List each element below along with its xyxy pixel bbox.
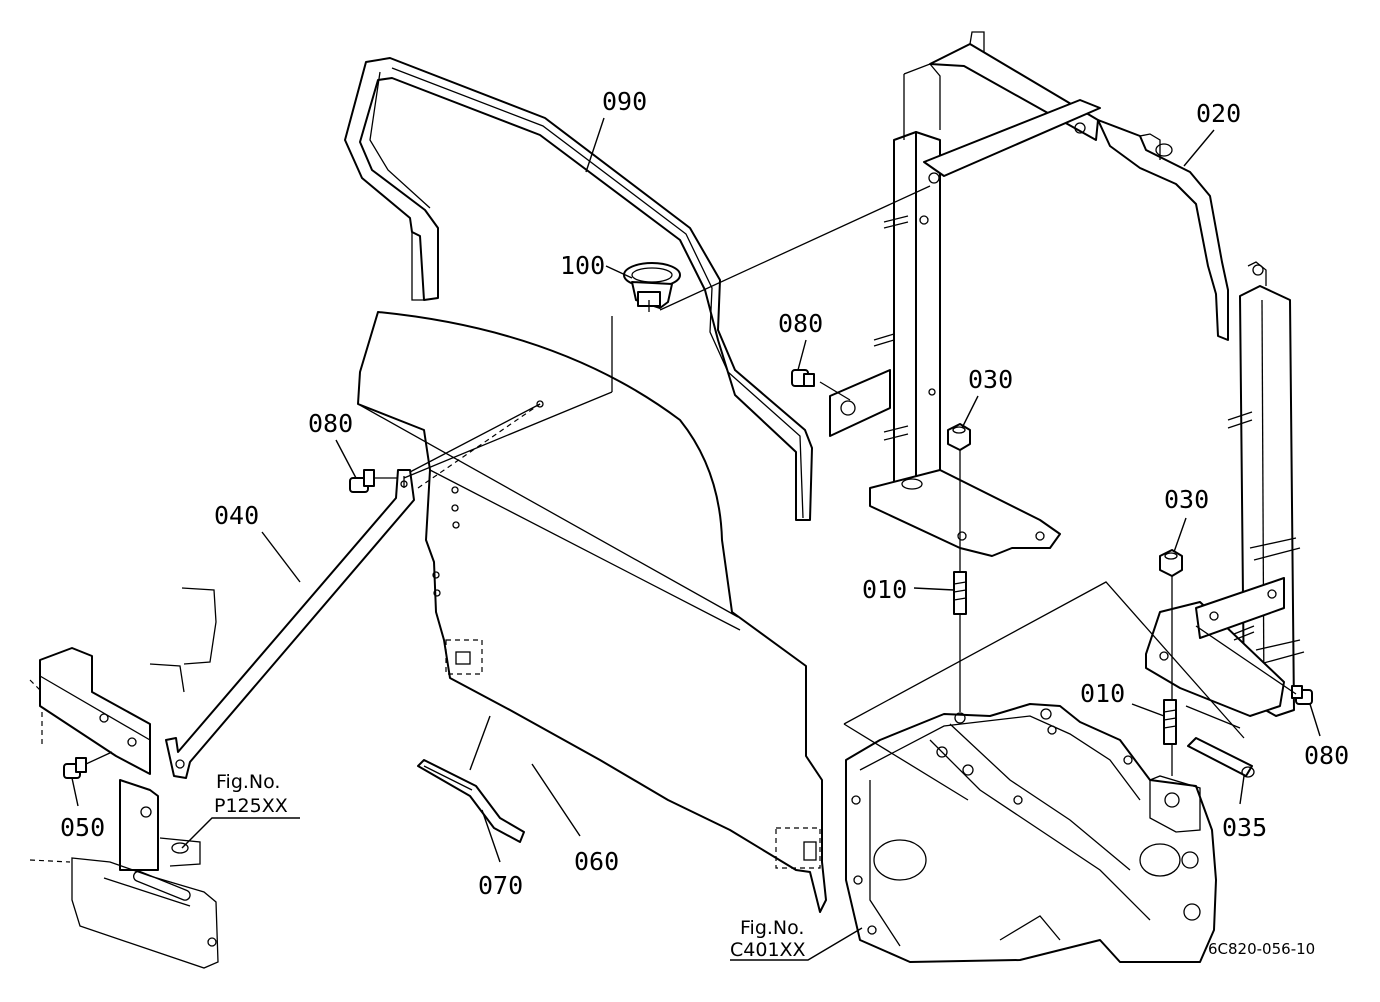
part-040-stay (165, 469, 415, 779)
part-060-panel (357, 311, 827, 913)
callout-035: 035 (1222, 813, 1267, 842)
part-030-nut-mid (947, 423, 971, 451)
mounting-plane-lines (843, 581, 1245, 801)
part-020-support-frame (829, 31, 1305, 717)
part-030-nut-right (1159, 549, 1183, 577)
callout-070: 070 (478, 871, 523, 900)
part-010-stud-mid (953, 571, 967, 615)
callout-080-mid: 080 (778, 309, 823, 338)
part-035-pin (1187, 737, 1255, 778)
callout-080-right: 080 (1304, 741, 1349, 770)
clutch-housing (845, 703, 1217, 963)
callout-060: 060 (574, 847, 619, 876)
part-080-bolt-left (349, 469, 398, 493)
fig-ref-left-title: Fig.No. (216, 771, 280, 793)
figure-reference-left: Fig.No. P125XX (214, 771, 288, 817)
fig-ref-bottom-code: C401XX (730, 939, 806, 961)
callout-010-right: 010 (1080, 679, 1125, 708)
callout-050: 050 (60, 813, 105, 842)
callout-030-right: 030 (1164, 485, 1209, 514)
fig-ref-bottom-title: Fig.No. (740, 917, 804, 939)
callout-080-left: 080 (308, 409, 353, 438)
part-100-clamp (623, 262, 681, 312)
callout-100: 100 (560, 251, 605, 280)
callout-090: 090 (602, 87, 647, 116)
assembly-center-lines (403, 185, 1297, 776)
callout-010-mid: 010 (862, 575, 907, 604)
part-010-stud-right (1163, 699, 1177, 745)
callout-040: 040 (214, 501, 259, 530)
figure-reference-bottom: Fig.No. C401XX (730, 917, 806, 961)
callout-020: 020 (1196, 99, 1241, 128)
callout-labels: 090 100 080 040 050 060 070 080 030 010 … (60, 87, 1349, 900)
part-090-frame-bar (344, 57, 813, 521)
part-080-bolt-right (1291, 685, 1313, 705)
fig-ref-left-code: P125XX (214, 795, 288, 817)
callout-leaders (71, 117, 1321, 961)
part-080-bolt-mid (791, 369, 815, 387)
part-070-seal (417, 759, 525, 843)
drawing-code: 6C820-056-10 (1208, 940, 1315, 958)
callout-030-mid: 030 (968, 365, 1013, 394)
part-050-bolt (63, 751, 113, 779)
left-frame-structure (29, 587, 219, 969)
